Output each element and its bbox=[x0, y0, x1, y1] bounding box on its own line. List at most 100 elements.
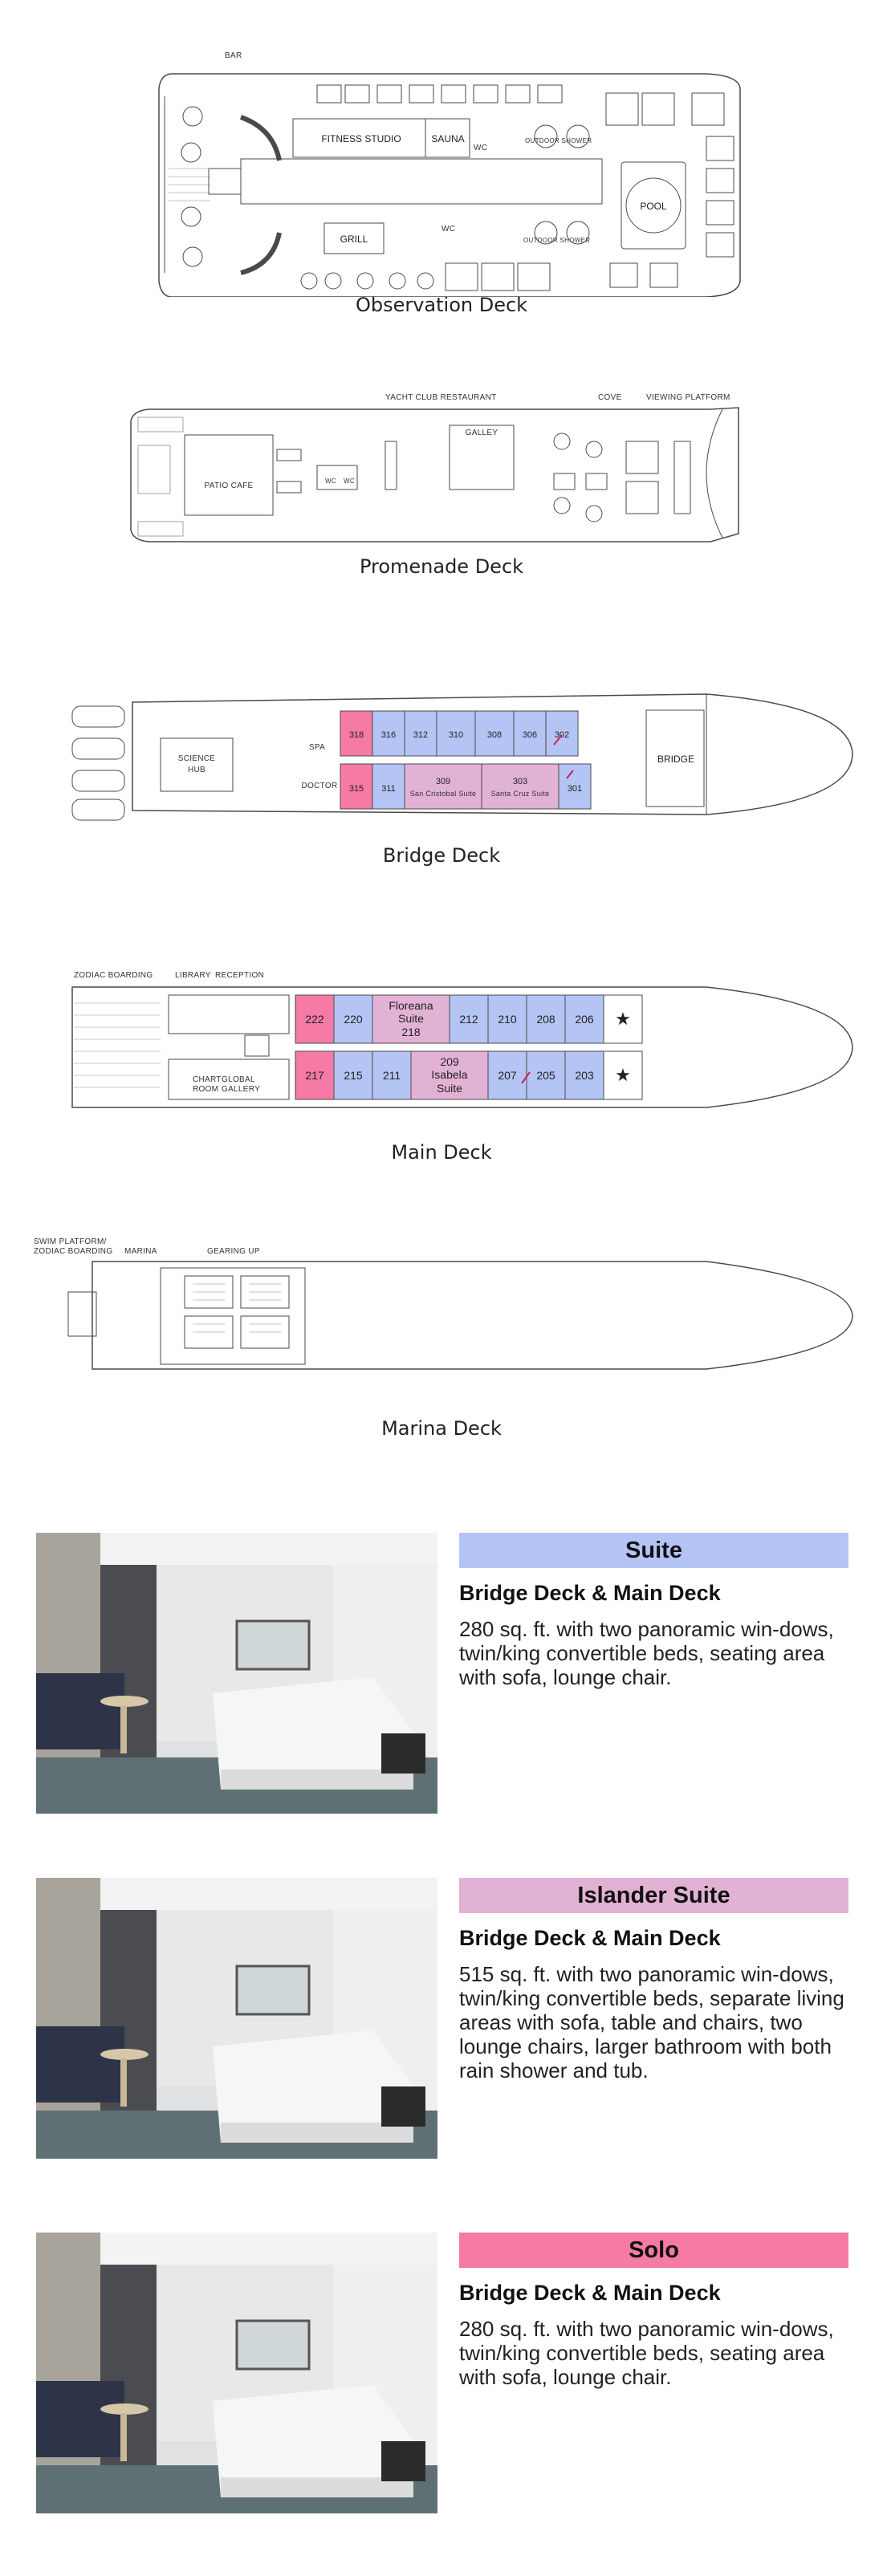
cabin-220 bbox=[333, 994, 373, 1044]
wc-label-top: WC bbox=[474, 144, 487, 152]
svg-text:207: 207 bbox=[498, 1069, 517, 1082]
outdoor-shower-label-top: OUTDOOR SHOWER bbox=[525, 137, 592, 144]
bridge-deck-title: Bridge Deck bbox=[382, 844, 501, 867]
bridge-label: BRIDGE bbox=[657, 754, 694, 765]
islander-suite-info: Islander Suite Bridge Deck & Main Deck 5… bbox=[459, 1878, 848, 2082]
main-top-cabins: 222 220 Floreana Suite 218 212 210 208 2… bbox=[295, 994, 643, 1044]
promenade-deck-title: Promenade Deck bbox=[359, 555, 524, 578]
svg-text:Santa Cruz Suite: Santa Cruz Suite bbox=[491, 790, 550, 798]
svg-text:318: 318 bbox=[349, 730, 364, 740]
cabin-211 bbox=[372, 1050, 412, 1100]
svg-text:206: 206 bbox=[575, 1013, 594, 1026]
svg-text:309: 309 bbox=[436, 777, 450, 786]
islander-suite-title: Islander Suite bbox=[459, 1878, 848, 1913]
bridge-deck-plan: SCIENCE HUB SPA DOCTOR 318 316 312 310 3… bbox=[71, 693, 853, 821]
svg-text:310: 310 bbox=[449, 730, 463, 740]
patio-cafe-label: PATIO CAFE bbox=[205, 481, 254, 490]
solo-description: 280 sq. ft. with two panoramic win-dows,… bbox=[459, 2317, 834, 2389]
cabin-309-san-cristobal bbox=[404, 763, 482, 810]
zodiac-boarding-label: ZODIAC BOARDING bbox=[74, 971, 153, 980]
cabin-311 bbox=[372, 763, 405, 810]
star-top: ★ bbox=[615, 1009, 631, 1029]
main-deck-title: Main Deck bbox=[391, 1141, 492, 1164]
svg-text:210: 210 bbox=[498, 1013, 517, 1026]
cabin-212 bbox=[449, 994, 489, 1044]
cabin-217 bbox=[295, 1050, 335, 1100]
cabin-315 bbox=[340, 763, 373, 810]
svg-text:218: 218 bbox=[401, 1026, 421, 1038]
promenade-deck-plan: YACHT CLUB RESTAURANT COVE VIEWING PLATF… bbox=[130, 393, 739, 542]
solo-info: Solo Bridge Deck & Main Deck 280 sq. ft.… bbox=[459, 2233, 848, 2389]
bridge-deck: SCIENCE HUB SPA DOCTOR 318 316 312 310 3… bbox=[0, 658, 883, 875]
bridge-bottom-cabins: 315 311 309 San Cristobal Suite 303 Sant… bbox=[340, 763, 592, 810]
cove-label: COVE bbox=[598, 393, 622, 402]
main-bottom-cabins: 217 215 211 209 Isabela Suite 207 205 20… bbox=[295, 1050, 643, 1100]
cabin-207 bbox=[487, 1050, 527, 1100]
cabin-222 bbox=[295, 994, 335, 1044]
cabin-318 bbox=[340, 710, 373, 757]
svg-text:205: 205 bbox=[536, 1069, 555, 1082]
svg-text:217: 217 bbox=[305, 1069, 324, 1082]
main-deck: ZODIAC BOARDING LIBRARY RECEPTION CHART … bbox=[0, 955, 883, 1172]
doctor-label: DOCTOR bbox=[302, 782, 338, 790]
outdoor-shower-label-bottom: OUTDOOR SHOWER bbox=[523, 237, 590, 244]
svg-text:209: 209 bbox=[440, 1055, 459, 1068]
svg-text:Floreana: Floreana bbox=[389, 999, 433, 1012]
cabin-210 bbox=[487, 994, 527, 1044]
solo-title: Solo bbox=[459, 2233, 848, 2268]
gearing-up-label: GEARING UP bbox=[207, 1247, 260, 1256]
suite-info: Suite Bridge Deck & Main Deck 280 sq. ft… bbox=[459, 1533, 848, 1689]
suite-decks: Bridge Deck & Main Deck bbox=[459, 1581, 721, 1605]
star-bottom: ★ bbox=[615, 1065, 631, 1085]
pool-label: POOL bbox=[640, 201, 667, 212]
main-deck-plan: ZODIAC BOARDING LIBRARY RECEPTION CHART … bbox=[71, 971, 853, 1108]
global-gallery-label-2: GALLERY bbox=[222, 1085, 260, 1094]
observation-deck-title: Observation Deck bbox=[355, 294, 528, 316]
viewing-platform-label: VIEWING PLATFORM bbox=[646, 393, 730, 402]
sauna-label: SAUNA bbox=[431, 133, 464, 144]
svg-text:316: 316 bbox=[381, 730, 396, 740]
suite-title: Suite bbox=[459, 1533, 848, 1568]
observation-deck-plan: FITNESS STUDIO SAUNA GRILL WC WC OUTDOOR… bbox=[158, 51, 741, 297]
galley-label: GALLEY bbox=[466, 429, 498, 437]
chart-room-label-2: ROOM bbox=[193, 1085, 218, 1094]
svg-text:306: 306 bbox=[523, 730, 537, 740]
islander-suite-photo bbox=[36, 1878, 437, 2159]
spa-label: SPA bbox=[309, 743, 325, 752]
svg-text:222: 222 bbox=[305, 1013, 324, 1026]
marina-deck-title: Marina Deck bbox=[381, 1417, 502, 1440]
svg-text:301: 301 bbox=[568, 784, 582, 794]
suite-photo bbox=[36, 1533, 437, 1814]
solo-photo bbox=[36, 2233, 437, 2513]
cabin-302 bbox=[545, 710, 579, 757]
svg-text:220: 220 bbox=[344, 1013, 363, 1026]
cabin-203 bbox=[564, 1050, 604, 1100]
svg-text:312: 312 bbox=[413, 730, 428, 740]
swim-platform-label-2: ZODIAC BOARDING bbox=[34, 1247, 112, 1256]
marina-deck-plan: SWIM PLATFORM/ ZODIAC BOARDING MARINA GE… bbox=[34, 1237, 853, 1370]
library-label: LIBRARY bbox=[175, 971, 211, 980]
cabin-215 bbox=[333, 1050, 373, 1100]
svg-text:303: 303 bbox=[513, 777, 527, 786]
promenade-deck: YACHT CLUB RESTAURANT COVE VIEWING PLATF… bbox=[0, 385, 883, 602]
suite-description: 280 sq. ft. with two panoramic win-dows,… bbox=[459, 1617, 834, 1689]
svg-text:308: 308 bbox=[487, 730, 502, 740]
cabin-303-santa-cruz bbox=[481, 763, 560, 810]
observation-deck: FITNESS STUDIO SAUNA GRILL WC WC OUTDOOR… bbox=[0, 40, 883, 321]
cabin-208 bbox=[526, 994, 566, 1044]
islander-suite-description: 515 sq. ft. with two panoramic win-dows,… bbox=[459, 1962, 844, 2082]
cabin-316 bbox=[372, 710, 405, 757]
cabin-206 bbox=[564, 994, 604, 1044]
science-hub-label-1: SCIENCE bbox=[178, 754, 216, 763]
cabin-218-floreana bbox=[372, 994, 450, 1044]
svg-text:Suite: Suite bbox=[398, 1012, 424, 1025]
chart-room-label-1: CHART bbox=[193, 1075, 222, 1084]
cabin-301 bbox=[558, 763, 592, 810]
promenade-wc-2: WC bbox=[344, 477, 355, 485]
grill-label: GRILL bbox=[340, 234, 368, 245]
svg-text:203: 203 bbox=[575, 1069, 594, 1082]
svg-text:San Cristobal Suite: San Cristobal Suite bbox=[410, 790, 477, 798]
bar-label: BAR bbox=[225, 51, 242, 60]
svg-text:212: 212 bbox=[459, 1013, 478, 1026]
svg-text:311: 311 bbox=[381, 784, 396, 794]
